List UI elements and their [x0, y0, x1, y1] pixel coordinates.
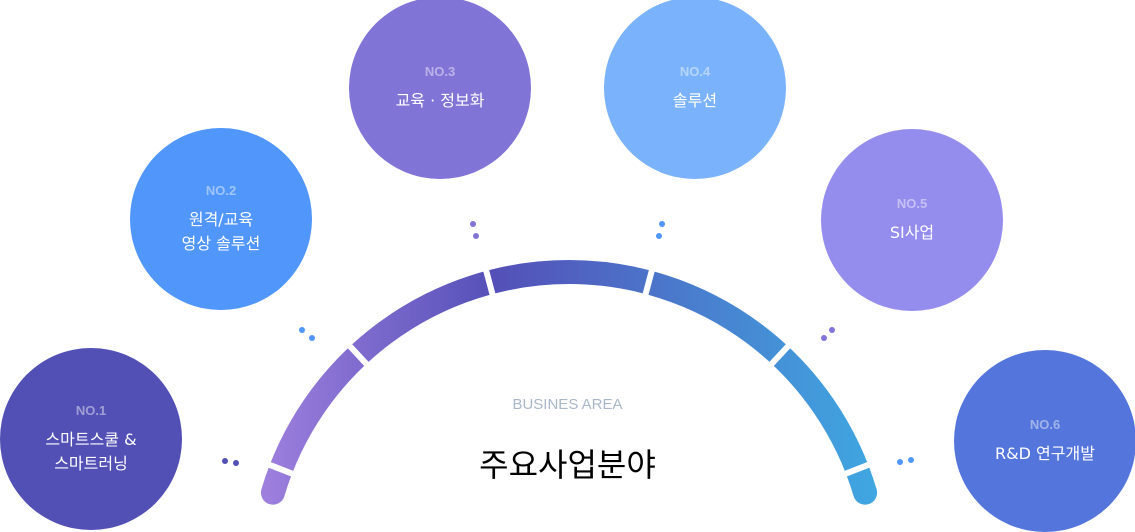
decor-dot [656, 233, 662, 239]
area-number: NO.5 [896, 195, 928, 211]
area-label: SI사업 [889, 222, 935, 242]
arc-divider [766, 341, 793, 369]
area-circle-6[interactable]: NO.6 R&D 연구개발 [954, 350, 1135, 532]
area-label: 교육 · 정보화 [395, 90, 485, 110]
section-title: 주요사업분야 [479, 446, 656, 484]
arc-divider [482, 266, 497, 299]
decor-dot [470, 221, 476, 227]
decor-dot [233, 460, 239, 466]
area-number: NO.6 [1029, 416, 1061, 432]
area-label: 스마트스쿨 & 스마트러닝 [45, 429, 137, 473]
arc-track [260, 260, 878, 505]
section-subtitle: BUSINES AREA [512, 396, 623, 413]
decor-dot [897, 459, 903, 465]
decor-dot [908, 457, 914, 463]
area-label: 솔루션 [672, 90, 718, 110]
area-circle-2[interactable]: NO.2 원격/교육 영상 솔루션 [130, 128, 312, 310]
area-circle-5[interactable]: NO.5 SI사업 [821, 129, 1003, 311]
decor-dot [829, 327, 835, 333]
decor-dot [309, 335, 315, 341]
decor-dot [659, 221, 665, 227]
decor-dot [222, 458, 228, 464]
area-label: R&D 연구개발 [995, 443, 1095, 463]
arc-segment-dividers [264, 266, 874, 478]
arc-divider [345, 341, 372, 369]
arc-divider [264, 460, 297, 478]
area-circle-3[interactable]: NO.3 교육 · 정보화 [349, 0, 531, 179]
area-number: NO.4 [679, 63, 711, 79]
area-number: NO.2 [205, 182, 237, 198]
arc-divider [841, 460, 874, 478]
area-circle-4[interactable]: NO.4 솔루션 [604, 0, 786, 179]
decor-dot [473, 233, 479, 239]
arc-divider [641, 266, 656, 299]
area-circle-1[interactable]: NO.1 스마트스쿨 & 스마트러닝 [0, 348, 182, 530]
area-label: 원격/교육 영상 솔루션 [181, 209, 261, 253]
area-number: NO.1 [75, 402, 107, 418]
decor-dot [299, 327, 305, 333]
area-number: NO.3 [424, 63, 456, 79]
decor-dot [821, 335, 827, 341]
